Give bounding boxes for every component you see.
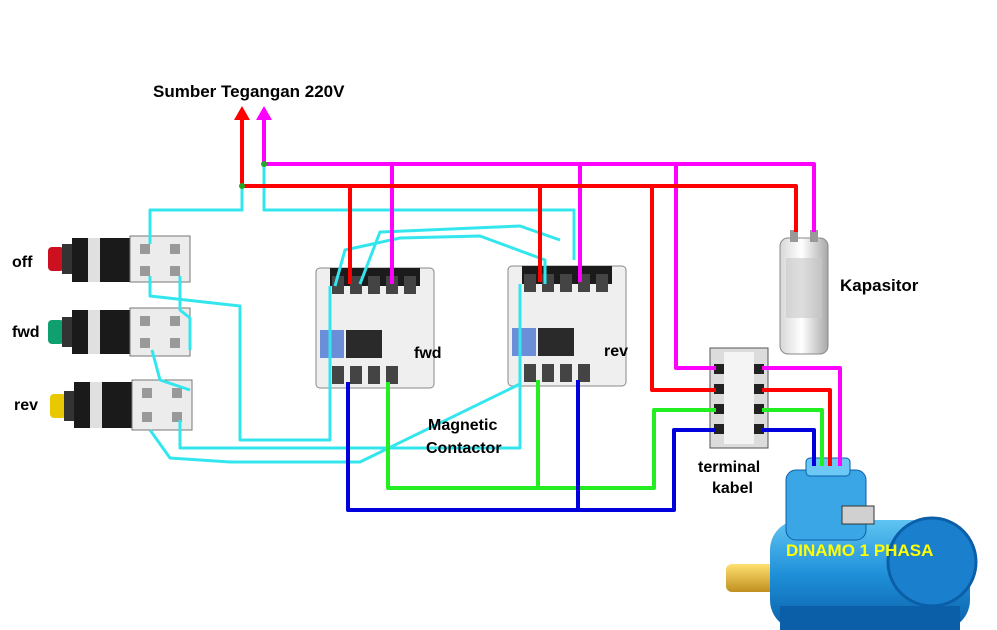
wires bbox=[148, 118, 842, 512]
contactor-caption-line2: Contactor bbox=[426, 440, 502, 457]
contactor-label-fwd: fwd bbox=[414, 345, 442, 362]
contactor-fwd bbox=[315, 267, 435, 389]
page-title: Sumber Tegangan 220V bbox=[153, 82, 345, 101]
phase-arrow-icon bbox=[234, 106, 250, 120]
capacitor-label: Kapasitor bbox=[840, 276, 919, 295]
fwd-button-cap-icon bbox=[48, 320, 64, 344]
button-label-off: off bbox=[12, 254, 33, 271]
capacitor bbox=[779, 230, 829, 355]
button-label-fwd: fwd bbox=[12, 324, 40, 341]
terminal-block bbox=[709, 347, 769, 449]
pushbutton-off bbox=[48, 235, 191, 283]
motor bbox=[726, 457, 978, 630]
contactor-rev bbox=[507, 265, 627, 387]
rev-button-cap-icon bbox=[50, 394, 66, 418]
pushbutton-rev bbox=[50, 379, 193, 431]
button-label-rev: rev bbox=[14, 397, 39, 414]
contactor-caption-line1: Magnetic bbox=[428, 417, 498, 434]
contactor-label-rev: rev bbox=[604, 343, 629, 360]
neutral-arrow-icon bbox=[256, 106, 272, 120]
off-button-cap-icon bbox=[48, 247, 64, 271]
terminal-caption-line1: terminal bbox=[698, 459, 761, 476]
terminal-caption-line2: kabel bbox=[712, 480, 753, 497]
pushbutton-fwd bbox=[48, 307, 191, 357]
motor-label: DINAMO 1 PHASA bbox=[786, 541, 934, 560]
